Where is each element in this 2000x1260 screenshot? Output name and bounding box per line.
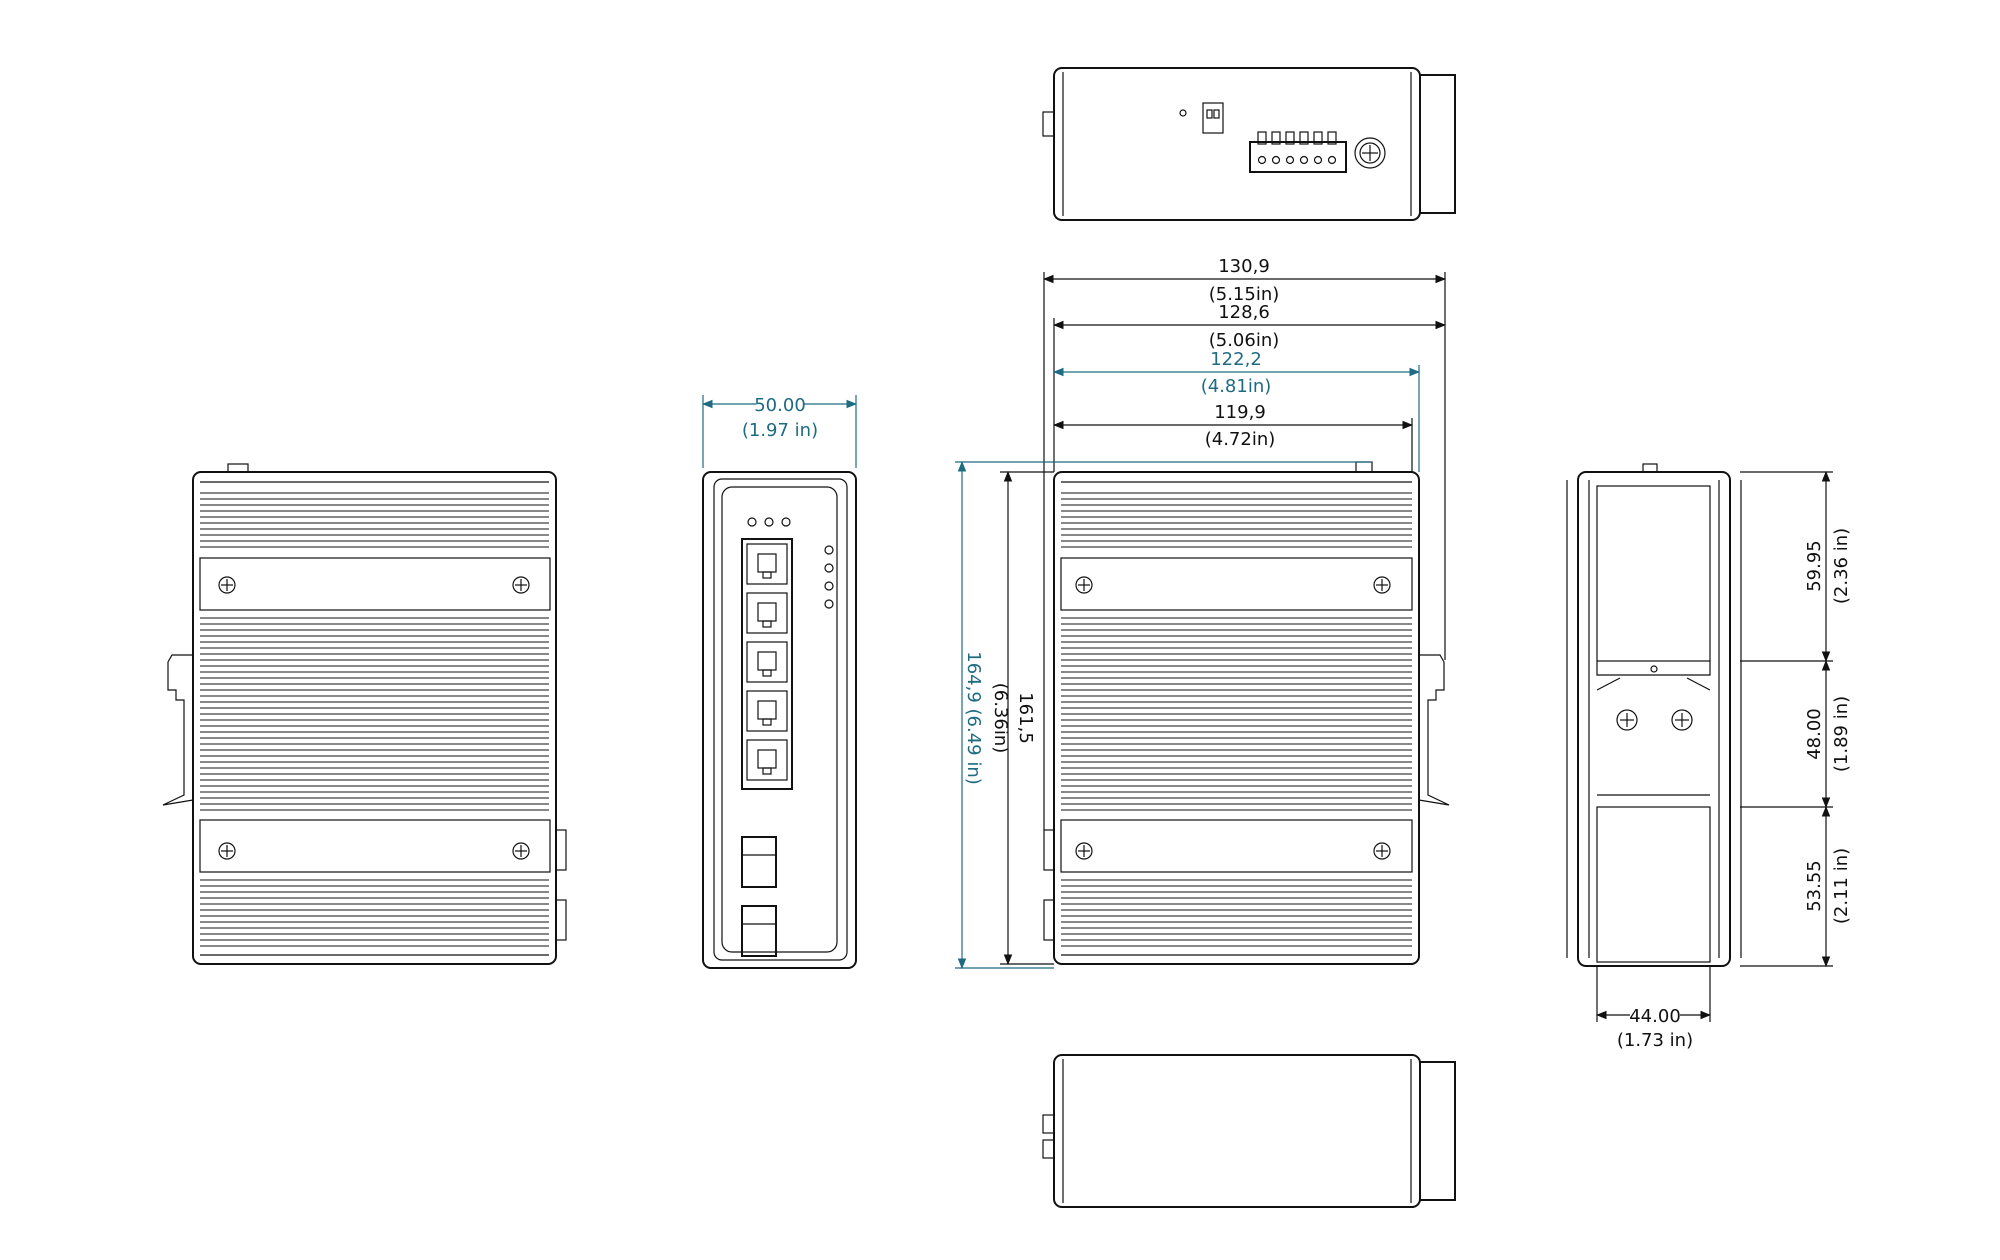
screw-icon	[1373, 576, 1391, 594]
rear-seg-bot-value: 53.55	[1804, 860, 1825, 912]
front-status-leds	[747, 517, 791, 527]
ethernet-socket-icon	[757, 651, 777, 671]
ethernet-port-icon	[746, 690, 788, 732]
main-side-view: 130,9 (5.15in) 128,6 (5.06in) 122,2 (4.8…	[955, 256, 1450, 970]
terminal-pin-icon	[1299, 131, 1309, 145]
cooling-fins	[1061, 617, 1412, 811]
rear-seg-top-value: 59.95	[1804, 540, 1825, 592]
led-icon	[824, 599, 834, 609]
led-icon	[764, 517, 774, 527]
ethernet-socket-icon	[757, 602, 777, 622]
left-side-view	[162, 463, 567, 965]
rear-seg-mid-value: 48.00	[1804, 708, 1825, 760]
terminal-block-icon	[1249, 131, 1347, 173]
rear-width-imperial: (1.73 in)	[1617, 1030, 1693, 1051]
top-view-terminal-block	[1042, 67, 1456, 221]
ethernet-port-icon	[746, 641, 788, 683]
screw-icon	[512, 576, 530, 594]
height-outer-value: 164,9 (6.49 in)	[963, 651, 984, 785]
led-icon	[781, 517, 791, 527]
height-inner-value: 161,5	[1015, 692, 1036, 744]
screw-icon	[218, 842, 236, 860]
ethernet-port-icon	[746, 592, 788, 634]
left-bot-fins	[200, 879, 549, 947]
ethernet-port-icon	[746, 739, 788, 781]
front-port-leds	[824, 545, 834, 609]
rear-seg-top-imperial: (2.36 in)	[1831, 528, 1852, 604]
screw-icon	[1616, 709, 1638, 731]
terminal-screw-icon	[1285, 155, 1295, 165]
terminal-pin-icon	[1313, 131, 1323, 145]
dim-119-value: 119,9	[1214, 402, 1266, 423]
sfp-port-stack	[741, 836, 777, 957]
rear-seg-mid-imperial: (1.89 in)	[1831, 696, 1852, 772]
left-top-fins	[200, 492, 549, 548]
terminal-pin-icon	[1257, 131, 1267, 145]
led-icon	[824, 563, 834, 573]
terminal-block-body	[1249, 141, 1347, 173]
terminal-pin-icon	[1271, 131, 1281, 145]
ethernet-socket-icon	[757, 749, 777, 769]
screw-icon	[1075, 576, 1093, 594]
dim-130-imperial: (5.15in)	[1209, 284, 1280, 305]
dim-128-imperial: (5.06in)	[1209, 330, 1280, 351]
screw-icon	[1671, 709, 1693, 731]
led-icon	[1179, 109, 1187, 117]
terminal-screw-icon	[1299, 155, 1309, 165]
ethernet-latch-icon	[762, 620, 772, 628]
ground-screw-icon	[1354, 137, 1386, 169]
dim-119-imperial: (4.72in)	[1205, 429, 1276, 450]
led-icon	[747, 517, 757, 527]
ethernet-socket-icon	[757, 700, 777, 720]
terminal-screw-icon	[1257, 155, 1267, 165]
terminal-pin-icon	[1327, 131, 1337, 145]
ethernet-latch-icon	[762, 767, 772, 775]
screw-icon	[218, 576, 236, 594]
ethernet-port-icon	[746, 543, 788, 585]
din-clip-icon	[1418, 654, 1450, 806]
rear-seg-bot-imperial: (2.11 in)	[1831, 848, 1852, 924]
rear-din-rail-view: 59.95 (2.36 in) 48.00 (1.89 in) 53.55 (2…	[1566, 463, 1852, 1051]
bottom-view	[1042, 1054, 1456, 1208]
screw-icon	[1373, 842, 1391, 860]
front-width-value: 50.00	[754, 395, 806, 416]
front-panel-view: 50.00 (1.97 in)	[701, 395, 858, 969]
screw-icon	[512, 842, 530, 860]
left-mid-fins	[200, 617, 549, 811]
led-icon	[824, 581, 834, 591]
terminal-screw-icon	[1313, 155, 1323, 165]
screw-icon	[1075, 842, 1093, 860]
sfp-port-icon	[741, 836, 777, 888]
terminal-pin-icon	[1285, 131, 1295, 145]
front-width-imperial: (1.97 in)	[742, 420, 818, 441]
ethernet-latch-icon	[762, 718, 772, 726]
dim-130-value: 130,9	[1218, 256, 1270, 277]
dip-switch-icon	[1202, 102, 1224, 134]
ethernet-latch-icon	[762, 669, 772, 677]
din-clip-icon	[162, 654, 194, 806]
rj45-port-stack	[741, 538, 793, 790]
sfp-port-icon	[741, 905, 777, 957]
ethernet-latch-icon	[762, 571, 772, 579]
rj45-port-housing	[741, 538, 793, 790]
ethernet-socket-icon	[757, 553, 777, 573]
cooling-fins	[1061, 879, 1412, 947]
dim-122-imperial: (4.81in)	[1201, 376, 1272, 397]
terminal-screw-icon	[1271, 155, 1281, 165]
terminal-screw-icon	[1327, 155, 1337, 165]
rear-width-value: 44.00	[1629, 1006, 1681, 1027]
dim-122-value: 122,2	[1210, 349, 1262, 370]
height-inner-imperial: (6.36in)	[990, 683, 1011, 754]
dim-128-value: 128,6	[1218, 302, 1270, 323]
cooling-fins	[1061, 492, 1412, 548]
led-icon	[824, 545, 834, 555]
